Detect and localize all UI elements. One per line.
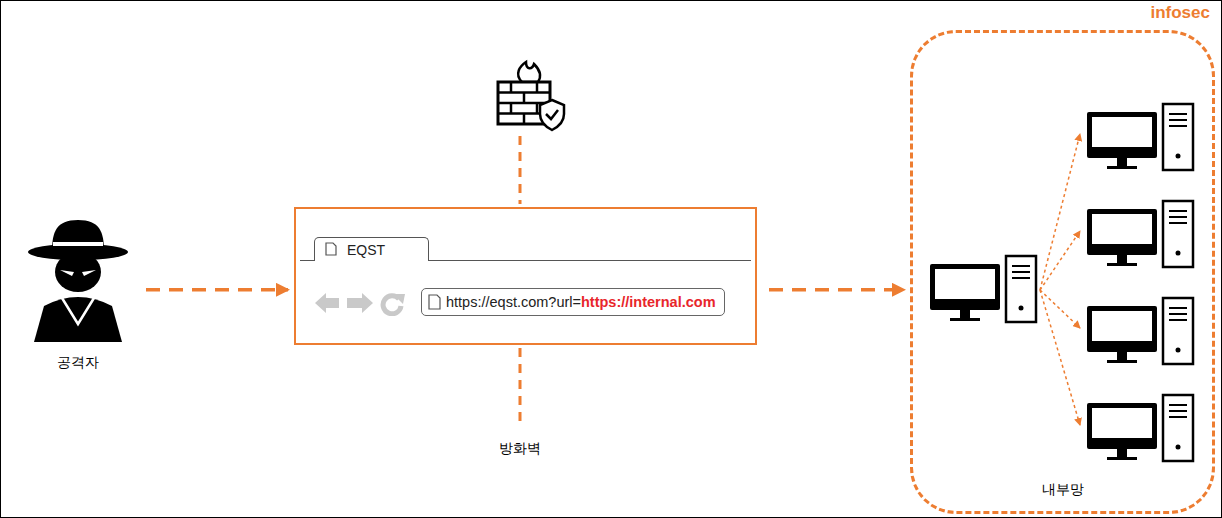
attacker-figure: 공격자 [22, 212, 134, 374]
firewall-label: 방화벽 [490, 440, 550, 458]
tab-title: EQST [347, 242, 385, 258]
computer-group [930, 104, 1193, 461]
browser-window: EQST https://eqst.com?url=https://interna… [294, 207, 757, 345]
page-icon [325, 242, 337, 256]
firewall-icon [498, 62, 564, 130]
hacker-icon [22, 212, 134, 342]
nav-buttons [313, 290, 408, 316]
computer-icon [930, 256, 1036, 322]
browser-tab: EQST [314, 237, 429, 261]
computer-icon [1087, 298, 1193, 364]
flow-arrow [146, 288, 288, 292]
url-text: https://eqst.com?url= [446, 294, 581, 310]
internal-network-region: 내부망 [910, 30, 1215, 514]
firewall-line [519, 348, 522, 428]
computer-icon [1087, 201, 1193, 267]
computer-icon [1087, 104, 1193, 170]
internal-link [1040, 231, 1080, 290]
region-label: 내부망 [913, 481, 1212, 499]
actor-label: 공격자 [22, 354, 134, 372]
internal-link [1040, 134, 1080, 290]
brand-mark: infosec [1150, 3, 1210, 23]
url-param: https://internal.com [581, 294, 716, 310]
flow-arrow [769, 288, 904, 292]
url-bar: https://eqst.com?url=https://internal.co… [421, 288, 725, 316]
page-icon [428, 294, 441, 310]
internal-link [1040, 290, 1080, 425]
firewall-line [519, 136, 522, 204]
computer-icon [1087, 395, 1193, 461]
